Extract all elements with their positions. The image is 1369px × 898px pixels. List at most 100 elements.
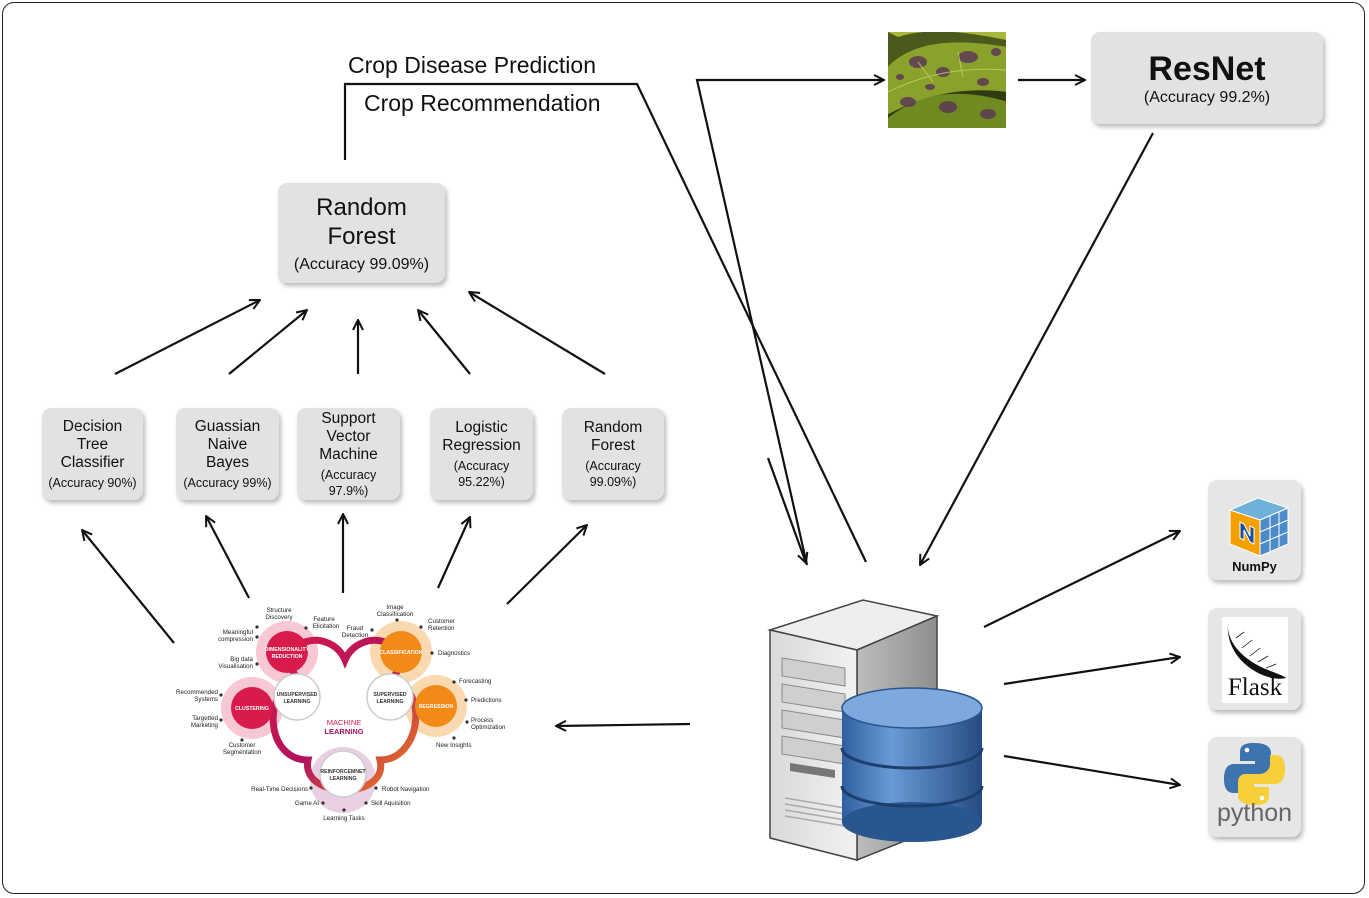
- rf-main-accuracy: (Accuracy 99.09%): [293, 256, 430, 273]
- svg-text:Learning Tasks: Learning Tasks: [323, 815, 365, 822]
- resnet-title: ResNet: [1148, 50, 1266, 88]
- rf-to-rf: [469, 292, 606, 375]
- server-to-python: [1003, 754, 1180, 785]
- numpy-label: NumPy: [1232, 559, 1277, 574]
- flask-logo: Flask: [1208, 608, 1301, 710]
- model-rf-accuracy: (Accuracy 99.09%): [585, 458, 641, 489]
- svg-text:Fraud: Fraud: [347, 625, 364, 632]
- model-gnb-line2: Bayes: [205, 453, 250, 471]
- model-svm-line1: Support Vector: [321, 409, 376, 445]
- machine-learning-graphic: DIMENSIONALITY REDUCTION CLUSTERING CLAS…: [176, 604, 506, 822]
- svg-text:Feature: Feature: [313, 616, 335, 623]
- svg-text:Meaningful: Meaningful: [223, 629, 253, 636]
- model-lr-line2: Regression: [442, 436, 521, 454]
- server-to-flask: [1003, 657, 1180, 686]
- svg-text:REDUCTION: REDUCTION: [272, 654, 303, 660]
- flask-horn-icon: [1227, 622, 1286, 679]
- model-lr-accuracy: (Accuracy 95.22%): [453, 458, 510, 489]
- svg-text:compression: compression: [218, 636, 254, 643]
- python-logo: python: [1208, 737, 1301, 837]
- flask-logo-bg: [1222, 617, 1288, 703]
- svg-text:SUPERVISED: SUPERVISED: [373, 692, 407, 698]
- model-dt-line2: Classifier: [60, 453, 125, 471]
- model-svm-line2: Machine: [319, 445, 378, 463]
- model-logistic-regression: Logistic Regression (Accuracy 95.22%): [430, 408, 533, 500]
- model-rf-line2: Forest: [591, 436, 635, 454]
- svg-text:Discovery: Discovery: [265, 614, 293, 621]
- numpy-cube-icon: [1228, 497, 1290, 557]
- svg-text:New Insights: New Insights: [436, 742, 471, 749]
- svg-text:Targetted: Targetted: [192, 715, 218, 722]
- svg-text:Predictions: Predictions: [471, 697, 502, 704]
- svg-text:Skill Aquisition: Skill Aquisition: [371, 800, 411, 807]
- python-snake-icon: [1224, 743, 1285, 805]
- model-dt-accuracy: (Accuracy 90%): [48, 475, 137, 490]
- clustering-node: [231, 687, 273, 729]
- svg-text:Process: Process: [471, 717, 493, 724]
- rf-main-title-1: Random: [316, 194, 407, 221]
- model-gnb-line1: Guassian Naive: [194, 417, 261, 453]
- dt-to-rf: [114, 300, 260, 375]
- model-svm-accuracy: (Accuracy 97.9%): [320, 467, 377, 498]
- lr-to-rf: [418, 310, 471, 375]
- svg-text:Game AI: Game AI: [295, 800, 319, 807]
- svg-text:Structure: Structure: [266, 607, 292, 614]
- svg-text:Classification: Classification: [377, 611, 414, 618]
- svg-text:Diagnostics: Diagnostics: [438, 650, 470, 657]
- svg-text:REINFORCEMNET: REINFORCEMNET: [320, 769, 366, 775]
- flask-label: Flask: [1227, 674, 1283, 701]
- model-dt-line1: Decision Tree: [62, 417, 123, 453]
- crop-disease-label: Crop Disease Prediction: [348, 52, 597, 78]
- svg-text:LEARNING: LEARNING: [324, 727, 363, 736]
- numpy-logo: NumPy: [1208, 480, 1301, 580]
- server-database-icon: [767, 599, 984, 862]
- leaf-disease-image: [888, 32, 1006, 128]
- svg-text:LEARNING: LEARNING: [329, 776, 356, 782]
- svg-text:Retention: Retention: [428, 625, 455, 632]
- svg-text:REGRESSION: REGRESSION: [419, 704, 454, 710]
- dim-reduction-node: [266, 631, 308, 673]
- svg-text:UNSUPERVISED: UNSUPERVISED: [277, 692, 318, 698]
- model-decision-tree: Decision Tree Classifier (Accuracy 90%): [42, 408, 143, 500]
- svg-text:Marketing: Marketing: [191, 722, 219, 729]
- svg-text:Visualisation: Visualisation: [218, 663, 253, 670]
- svg-text:Recommended: Recommended: [176, 689, 219, 696]
- ml-to-lr: [436, 517, 470, 589]
- svg-text:Robot Navigation: Robot Navigation: [382, 786, 430, 793]
- regression-node: [415, 685, 457, 727]
- server-to-ml: [556, 724, 691, 726]
- model-svm: Support Vector Machine (Accuracy 97.9%): [297, 408, 400, 500]
- route-down: [766, 457, 806, 563]
- svg-text:CLUSTERING: CLUSTERING: [235, 706, 269, 712]
- server-to-numpy: [983, 531, 1180, 628]
- random-forest-main: Random Forest (Accuracy 99.09%): [278, 183, 445, 283]
- gnb-to-rf: [228, 310, 307, 375]
- svg-text:Forecasting: Forecasting: [459, 678, 492, 685]
- svg-text:Image: Image: [386, 604, 404, 611]
- resnet-to-server: [920, 132, 1154, 565]
- svg-text:LEARNING: LEARNING: [283, 699, 310, 705]
- resnet-box: ResNet (Accuracy 99.2%): [1091, 32, 1323, 124]
- model-rf-line1: Random: [583, 418, 643, 436]
- classification-node: [380, 631, 422, 673]
- route-to-image: [695, 80, 884, 566]
- model-lr-line1: Logistic: [455, 418, 508, 436]
- svg-text:LEARNING: LEARNING: [376, 699, 403, 705]
- ml-to-gnb: [206, 516, 250, 599]
- svg-text:Big data: Big data: [230, 656, 253, 663]
- resnet-accuracy: (Accuracy 99.2%): [1143, 89, 1271, 106]
- svg-text:CLASSIFICATION: CLASSIFICATION: [379, 650, 422, 656]
- svg-text:Detection: Detection: [342, 632, 369, 639]
- svg-text:Customer: Customer: [229, 742, 256, 749]
- svg-text:DIMENSIONALITY: DIMENSIONALITY: [265, 647, 310, 653]
- svg-text:Systems: Systems: [194, 696, 218, 703]
- svg-text:Customer: Customer: [428, 618, 455, 625]
- model-gnb-accuracy: (Accuracy 99%): [183, 475, 272, 490]
- ml-to-rf: [506, 525, 587, 605]
- python-label: python: [1216, 799, 1293, 827]
- model-gaussian-nb: Guassian Naive Bayes (Accuracy 99%): [176, 408, 279, 500]
- crop-recommendation-label: Crop Recommendation: [364, 90, 601, 116]
- rf-main-title-2: Forest: [327, 223, 396, 250]
